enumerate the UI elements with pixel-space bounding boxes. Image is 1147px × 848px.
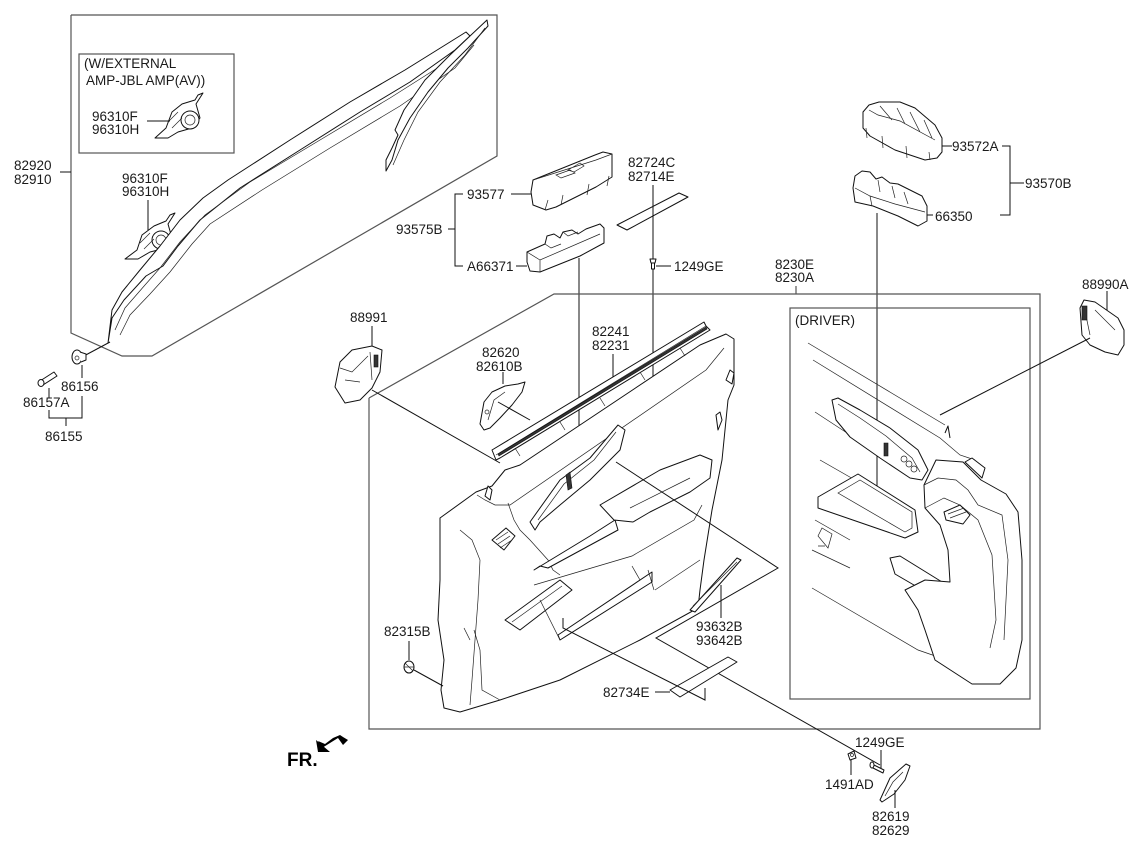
label-1249GE-top: 1249GE bbox=[674, 259, 724, 274]
label-96310H-a: 96310H bbox=[92, 122, 139, 137]
grommet-icon bbox=[71, 349, 87, 365]
bottom-fastener-group: 1491AD 1249GE 82619 82629 bbox=[825, 735, 911, 838]
trim-garnish-93632B bbox=[689, 557, 742, 613]
label-88990A: 88990A bbox=[1082, 277, 1129, 292]
leader-88990A-to-trim bbox=[939, 337, 1091, 416]
passenger-switch-group: 93577 93575B A66371 bbox=[396, 151, 613, 540]
front-label: FR. bbox=[287, 750, 318, 771]
label-96310F-a: 96310F bbox=[92, 109, 138, 124]
leader-88991-to-trim bbox=[371, 389, 501, 464]
label-82610B: 82610B bbox=[476, 359, 523, 374]
clip-icon bbox=[649, 258, 657, 270]
label-82315B: 82315B bbox=[384, 624, 431, 639]
bracket-93570B bbox=[1000, 145, 1011, 216]
label-82724C: 82724C bbox=[628, 155, 676, 170]
label-86155: 86155 bbox=[45, 429, 83, 444]
label-88991: 88991 bbox=[350, 310, 388, 325]
label-82629: 82629 bbox=[872, 823, 910, 838]
leader-86156-to-channel bbox=[81, 341, 111, 358]
label-1249GE-bottom: 1249GE bbox=[855, 735, 905, 750]
label-82241: 82241 bbox=[592, 324, 630, 339]
label-66350: 66350 bbox=[935, 209, 973, 224]
label-93642B: 93642B bbox=[696, 633, 743, 648]
label-82231: 82231 bbox=[592, 338, 630, 353]
door-pad-82734E bbox=[669, 656, 738, 698]
label-1491AD: 1491AD bbox=[825, 777, 874, 792]
passenger-door-trim-drawing bbox=[437, 333, 735, 713]
label-82910: 82910 bbox=[14, 172, 52, 187]
front-direction-indicator: FR. bbox=[287, 735, 348, 771]
door-glass-run-channel bbox=[107, 19, 489, 344]
front-arrow-icon bbox=[316, 735, 348, 752]
bracket-93575B bbox=[454, 193, 463, 267]
label-93577: 93577 bbox=[467, 187, 505, 202]
leader-82620-to-trim bbox=[497, 401, 531, 421]
external-amp-note-line1: (W/EXTERNAL bbox=[84, 56, 177, 71]
label-82920: 82920 bbox=[14, 158, 52, 173]
driver-variant-box bbox=[789, 307, 1031, 700]
external-amp-note-box bbox=[78, 53, 235, 154]
leader-1491AD-path bbox=[615, 461, 881, 766]
driver-variant-label: (DRIVER) bbox=[795, 313, 855, 328]
screw-icon bbox=[37, 371, 58, 387]
label-82734E: 82734E bbox=[603, 685, 650, 700]
door-latch-module-88990A bbox=[1079, 299, 1125, 356]
armrest-pad-group: 82724C 82714E 1249GE bbox=[616, 155, 724, 475]
label-93632B: 93632B bbox=[696, 619, 743, 634]
label-A66371: A66371 bbox=[467, 259, 514, 274]
glass-run-group-frame bbox=[70, 14, 498, 357]
clip-82315B bbox=[403, 660, 415, 674]
tweeter-speaker-icon bbox=[154, 92, 204, 139]
label-96310H-b: 96310H bbox=[122, 184, 169, 199]
driver-door-trim-drawing bbox=[807, 342, 1023, 685]
label-8230A: 8230A bbox=[775, 270, 814, 285]
label-82714E: 82714E bbox=[628, 169, 675, 184]
switch-bezel-93572A bbox=[862, 101, 943, 161]
label-82620: 82620 bbox=[482, 345, 520, 360]
screw-1249GE bbox=[869, 761, 885, 774]
leader-82315B-to-trim bbox=[413, 669, 444, 687]
label-82619: 82619 bbox=[872, 809, 910, 824]
door-latch-module-88991 bbox=[334, 345, 383, 404]
label-96310F-b: 96310F bbox=[122, 171, 168, 186]
door-trim-frame bbox=[368, 293, 1041, 730]
nut-1491AD bbox=[847, 750, 857, 761]
label-93572A: 93572A bbox=[952, 139, 999, 154]
beltline-weatherstrip bbox=[491, 321, 711, 461]
switch-unit-A66371 bbox=[526, 223, 605, 273]
label-86157A: 86157A bbox=[23, 395, 70, 410]
label-93570B: 93570B bbox=[1025, 176, 1072, 191]
door-trim-assembly: 8230E 8230A (DRIVER) bbox=[334, 257, 1129, 766]
label-86156: 86156 bbox=[61, 379, 99, 394]
fastener-group-86155: 86156 86157A 86155 bbox=[23, 341, 111, 444]
driver-switch-group: 93572A 93570B 66350 bbox=[852, 101, 1072, 510]
label-8230E: 8230E bbox=[775, 257, 814, 272]
external-amp-note-line2: AMP-JBL AMP(AV)) bbox=[86, 73, 205, 88]
switch-bezel-93577 bbox=[530, 151, 613, 211]
switch-unit-66350 bbox=[852, 170, 928, 227]
inside-door-handle-82620 bbox=[479, 381, 526, 431]
cover-82619 bbox=[879, 763, 911, 803]
glass-run-group: (W/EXTERNAL AMP-JBL AMP(AV)) 96310F 9631… bbox=[14, 14, 498, 357]
leader-82734E-area bbox=[562, 618, 706, 701]
label-93575B: 93575B bbox=[396, 222, 443, 237]
